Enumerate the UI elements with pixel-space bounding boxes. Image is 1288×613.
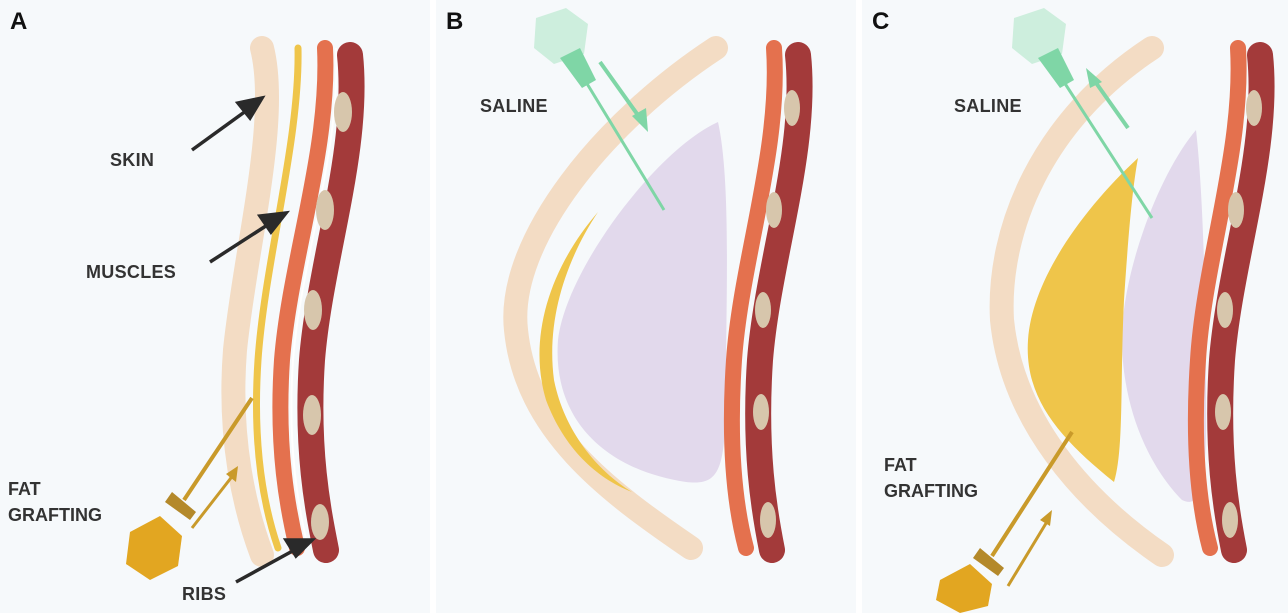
rib bbox=[753, 394, 769, 430]
fat-grafting-label-line2: GRAFTING bbox=[8, 502, 102, 528]
ribs-label: RIBS bbox=[182, 584, 226, 605]
rib bbox=[304, 290, 322, 330]
fat-grafting-label-line2: GRAFTING bbox=[884, 478, 978, 504]
rib bbox=[784, 90, 800, 126]
rib bbox=[303, 395, 321, 435]
rib bbox=[334, 92, 352, 132]
saline-syringe-icon bbox=[534, 8, 664, 210]
rib bbox=[755, 292, 771, 328]
pointer-arrow-icon bbox=[192, 98, 262, 150]
panel-letter: B bbox=[446, 8, 463, 36]
rib bbox=[1246, 90, 1262, 126]
panel-letter: C bbox=[872, 8, 889, 36]
rib bbox=[311, 504, 329, 540]
skin-label: SKIN bbox=[110, 150, 154, 171]
panel-c: C SALINE FAT GRAFTING bbox=[862, 0, 1288, 613]
rib bbox=[316, 190, 334, 230]
rib bbox=[1228, 192, 1244, 228]
rib bbox=[1222, 502, 1238, 538]
panel-c-illustration bbox=[862, 0, 1288, 613]
panel-letter: A bbox=[10, 8, 27, 36]
fat-grafting-label-line1: FAT bbox=[8, 476, 102, 502]
rib bbox=[766, 192, 782, 228]
rib bbox=[1217, 292, 1233, 328]
fat-grafting-label-line1: FAT bbox=[884, 452, 978, 478]
panel-a: A SKIN MUSCLES FAT GRAFTING RIBS bbox=[0, 0, 430, 613]
fat-grafting-label: FAT GRAFTING bbox=[884, 452, 978, 504]
rib bbox=[1215, 394, 1231, 430]
panel-b-illustration bbox=[436, 0, 856, 613]
rib bbox=[760, 502, 776, 538]
muscles-label: MUSCLES bbox=[86, 262, 176, 283]
panel-b: B SALINE bbox=[436, 0, 856, 613]
saline-label: SALINE bbox=[480, 96, 548, 117]
saline-label: SALINE bbox=[954, 96, 1022, 117]
fat-grafting-label: FAT GRAFTING bbox=[8, 476, 102, 528]
